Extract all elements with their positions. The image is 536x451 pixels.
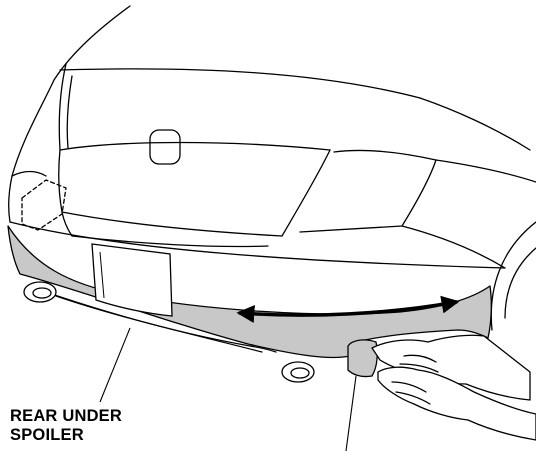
right-wheel-arch-inner xyxy=(504,247,536,319)
right-taillight xyxy=(299,149,437,233)
emblem-icon xyxy=(149,129,181,165)
double-headed-arrow-icon xyxy=(236,295,460,324)
spoiler-groove-2 xyxy=(55,295,263,353)
trunk-lid-bottom xyxy=(58,149,283,237)
hand-illustration-icon xyxy=(371,334,536,441)
trunk-lid-inner xyxy=(66,75,73,149)
trunk-lid-top xyxy=(58,63,331,151)
license-plate-recess xyxy=(91,243,173,317)
callout-leader-spoiler xyxy=(99,327,131,403)
callout-line-2: SPOILER xyxy=(10,426,84,444)
license-plate-inner xyxy=(99,251,105,299)
callout-leader-clip xyxy=(345,375,357,451)
exhaust-tip-right xyxy=(281,361,315,383)
rear-under-spoiler xyxy=(7,225,492,359)
callout-line-1: REAR UNDER xyxy=(10,407,123,425)
right-quarter-panel xyxy=(419,97,531,151)
trunk-lower-edge xyxy=(61,211,269,248)
left-body-silhouette xyxy=(8,79,55,223)
right-body-side xyxy=(401,225,506,269)
exhaust-tip-left xyxy=(23,281,57,303)
trunk-lid-side xyxy=(281,149,331,237)
roof-outline xyxy=(53,5,131,81)
bumper-upper-line xyxy=(9,221,506,269)
right-deck-line xyxy=(435,159,536,183)
left-taillight xyxy=(11,170,47,177)
left-hidden-mount xyxy=(21,179,67,231)
rear-windshield-edge xyxy=(59,68,421,99)
spoiler-clip-icon xyxy=(347,339,378,378)
rear-under-spoiler-callout: REAR UNDER SPOILER xyxy=(10,407,122,445)
